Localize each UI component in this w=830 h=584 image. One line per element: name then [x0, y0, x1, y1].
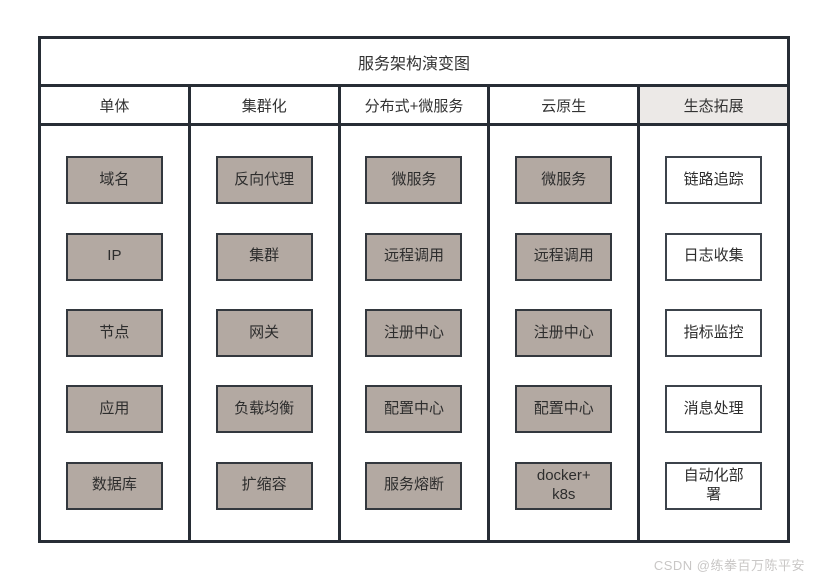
column-header: 分布式+微服务 [340, 87, 488, 126]
node-box: 消息处理 [665, 385, 763, 434]
stage-column: 云原生 微服务远程调用注册中心配置中心 docker+ k8s [490, 87, 641, 540]
node-box: 扩缩容 [215, 461, 313, 510]
node-box: 配置中心 [515, 385, 613, 434]
node-box: 节点 [65, 308, 163, 357]
node-box: 负载均衡 [215, 385, 313, 434]
columns: 单体 域名 IP 节点应用数据库 集群化 反向代理集群网关负载均衡扩缩容 分布式+微… [41, 87, 787, 540]
column-header: 生态拓展 [640, 87, 787, 126]
node-box: 反向代理 [215, 156, 313, 205]
architecture-table: 服务架构演变图 单体 域名 IP 节点应用数据库 集群化 反向代理集群网关负载均衡扩… [38, 36, 790, 543]
diagram-title: 服务架构演变图 [41, 39, 787, 87]
node-box: 指标监控 [665, 308, 763, 357]
node-box: 服务熔断 [365, 461, 463, 510]
node-box: 应用 [65, 385, 163, 434]
node-box: 配置中心 [365, 385, 463, 434]
node-box: 注册中心 [365, 308, 463, 357]
column-body: 链路追踪日志收集指标监控消息处理自动化部 署 [640, 126, 787, 540]
column-body: 域名 IP 节点应用数据库 [41, 126, 188, 540]
node-box: 微服务 [365, 156, 463, 205]
node-box: 集群 [215, 232, 313, 281]
column-body: 微服务远程调用注册中心配置中心 docker+ k8s [490, 126, 637, 540]
column-header: 集群化 [190, 87, 338, 126]
node-box: 注册中心 [515, 308, 613, 357]
column-header: 单体 [41, 87, 188, 126]
stage-column: 集群化 反向代理集群网关负载均衡扩缩容 [190, 87, 341, 540]
node-box: 远程调用 [515, 232, 613, 281]
stage-column: 单体 域名 IP 节点应用数据库 [41, 87, 191, 540]
node-box: docker+ k8s [515, 461, 613, 510]
column-body: 微服务远程调用注册中心配置中心服务熔断 [341, 126, 488, 540]
watermark: CSDN @练拳百万陈平安 [653, 558, 805, 573]
column-body: 反向代理集群网关负载均衡扩缩容 [191, 126, 338, 540]
node-box: 数据库 [65, 461, 163, 510]
node-box: 链路追踪 [665, 156, 763, 205]
node-box: IP [65, 232, 163, 281]
node-box: 远程调用 [365, 232, 463, 281]
node-box: 日志收集 [665, 232, 763, 281]
column-header: 云原生 [490, 87, 638, 126]
node-box: 网关 [215, 308, 313, 357]
node-box: 自动化部 署 [665, 461, 763, 510]
node-box: 微服务 [515, 156, 613, 205]
stage-column: 分布式+微服务 微服务远程调用注册中心配置中心服务熔断 [340, 87, 491, 540]
stage-column: 生态拓展 链路追踪日志收集指标监控消息处理自动化部 署 [640, 87, 787, 540]
node-box: 域名 [65, 156, 163, 205]
